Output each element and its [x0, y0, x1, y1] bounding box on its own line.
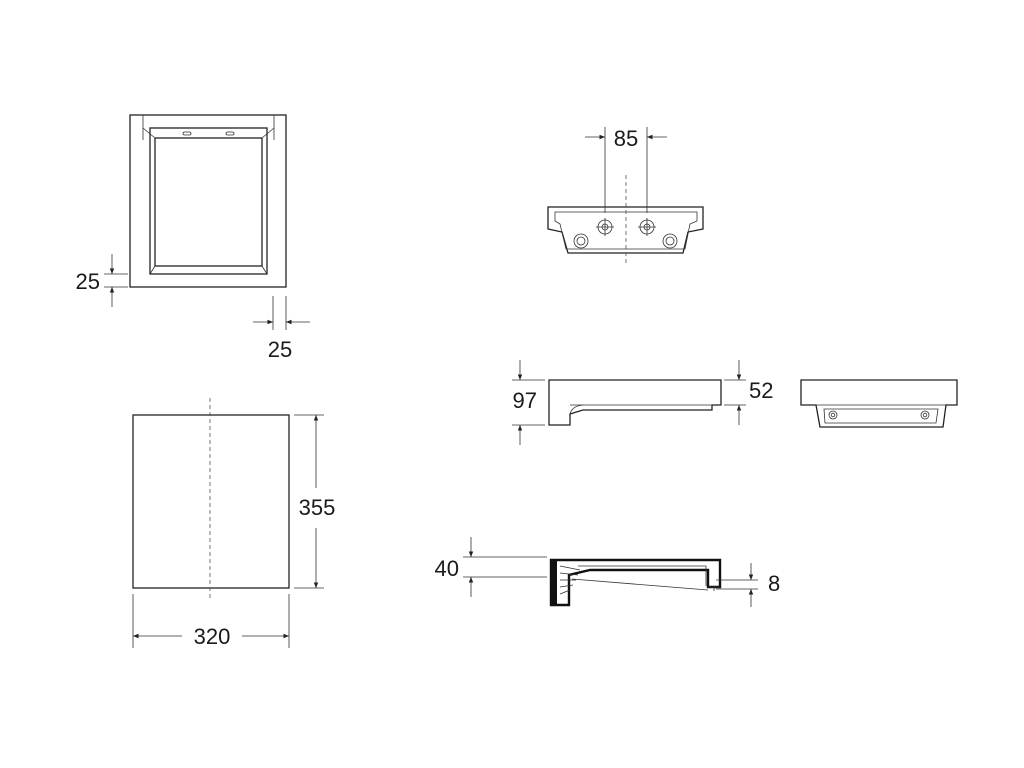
dim-label-spacing: 85: [614, 126, 638, 151]
dim-depth-40: 40: [435, 537, 547, 597]
dim-label-rim: 8: [768, 571, 780, 596]
dim-side-25: 25: [253, 296, 310, 362]
dim-label-frame: 25: [76, 269, 100, 294]
dim-label-profile-height: 97: [513, 388, 537, 413]
rear-view: [800, 379, 958, 428]
dim-label-height: 355: [299, 495, 336, 520]
dim-frame-25: 25: [76, 254, 128, 307]
dim-label-side: 25: [268, 337, 292, 362]
dim-label-width: 320: [194, 624, 231, 649]
side-profile: [548, 379, 722, 426]
dim-label-depth: 40: [435, 556, 459, 581]
section-view: [549, 558, 722, 607]
bracket-view: [547, 175, 704, 266]
dim-width-320: 320: [132, 594, 290, 649]
dim-spacing-85: 85: [585, 126, 667, 213]
dim-lip-52: 52: [724, 360, 773, 425]
dim-rim-8: 8: [716, 563, 780, 607]
top-view: [129, 114, 287, 288]
dim-height-97: 97: [512, 360, 545, 445]
dim-label-lip: 52: [749, 378, 773, 403]
dim-height-355: 355: [294, 414, 336, 589]
front-view: [132, 398, 290, 600]
